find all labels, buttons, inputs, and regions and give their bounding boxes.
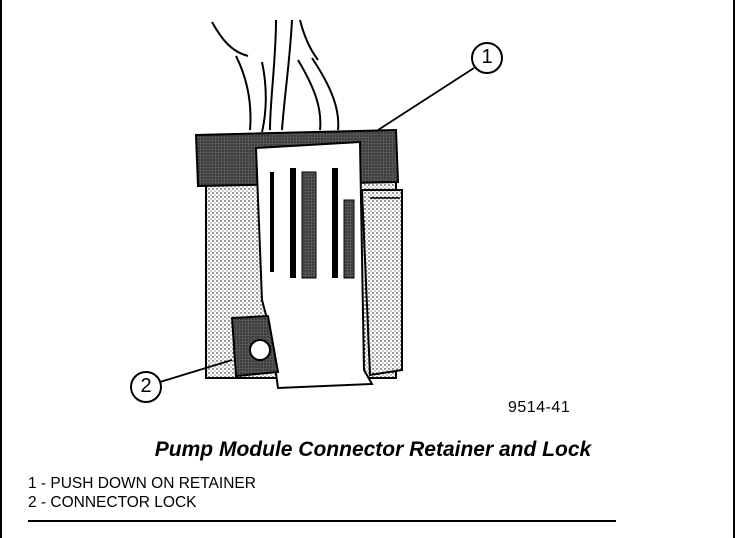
callout-2 [130, 359, 233, 403]
wire-bundle [211, 19, 340, 133]
callout-1 [377, 42, 503, 131]
right-page-rule [733, 0, 735, 538]
bottom-rule [28, 520, 616, 522]
retainer-slots [270, 168, 355, 279]
figure-code: 9514-41 [508, 399, 571, 416]
legend-item-1: 1 - PUSH DOWN ON RETAINER [28, 475, 256, 492]
callout-legend: 1 - PUSH DOWN ON RETAINER 2 - CONNECTOR … [28, 474, 256, 512]
side-latch [360, 189, 403, 377]
figure-caption: Pump Module Connector Retainer and Lock [154, 438, 592, 461]
callout-2-number: 2 [140, 375, 152, 397]
callout-1-number: 1 [481, 46, 493, 68]
left-page-rule [0, 0, 2, 538]
legend-item-2: 2 - CONNECTOR LOCK [28, 494, 197, 511]
